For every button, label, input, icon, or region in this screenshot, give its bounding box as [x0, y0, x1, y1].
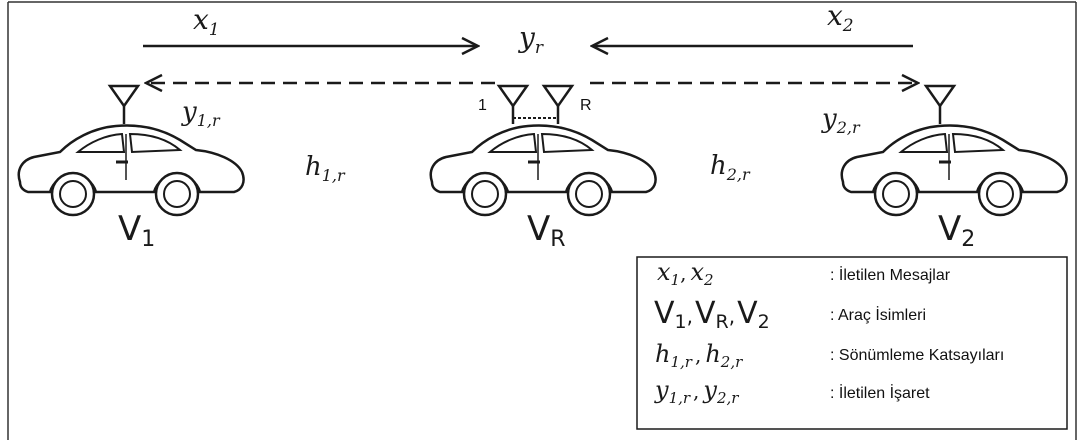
relay-antenna-label-r: R [580, 97, 592, 114]
legend: x1,x2 : İletilen Mesajlar V1,VR,V2 : Ara… [636, 256, 1068, 430]
legend-row3-symbols: h1,r,h2,r [655, 340, 743, 371]
legend-row4-desc: : İletilen İşaret [830, 383, 930, 402]
legend-row1-desc: : İletilen Mesajlar [830, 265, 951, 284]
legend-row2-symbols: V1,VR,V2 [654, 296, 770, 333]
vehicle-v1-car [17, 84, 246, 217]
legend-row4-symbols: y1,r,y2,r [654, 376, 739, 407]
label-y1r: y1,r [181, 97, 221, 130]
relay-antenna-label-1: 1 [478, 97, 487, 114]
legend-box [636, 256, 1068, 430]
legend-row2-desc: : Araç İsimleri [830, 305, 926, 324]
legend-row1-symbols: x1,x2 [657, 258, 714, 289]
vehicle-name-v1: V1 [118, 209, 155, 252]
label-x1: x1 [193, 3, 220, 40]
vehicle-name-v2: V2 [938, 209, 975, 252]
vehicle-vr-car [429, 84, 658, 217]
legend-row3-desc: : Sönümleme Katsayıları [830, 347, 1004, 364]
vehicle-name-vr: VR [527, 209, 566, 252]
label-y2r: y2,r [821, 104, 861, 137]
label-yr: yr [517, 21, 544, 58]
label-h2r: h2,r [710, 151, 751, 184]
vehicle-v2-car [840, 84, 1069, 217]
label-h1r: h1,r [305, 152, 346, 185]
label-x2: x2 [827, 0, 854, 36]
